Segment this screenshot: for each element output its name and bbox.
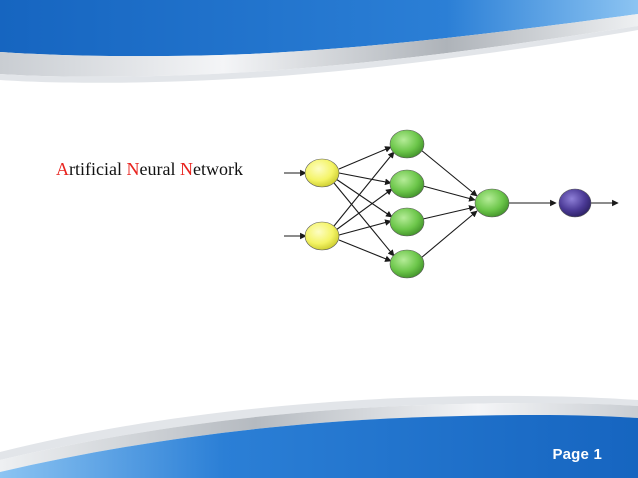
edge <box>335 188 393 231</box>
edge <box>420 149 478 197</box>
title-word-network: etwork <box>192 159 243 179</box>
edge <box>338 219 392 236</box>
input-node <box>304 158 340 188</box>
title-letter-n: N <box>126 159 140 179</box>
hidden-node <box>389 169 425 199</box>
title-letter-a: A <box>56 159 69 179</box>
edge <box>333 182 395 257</box>
network-edges <box>284 146 619 262</box>
title-letter-n-2: N <box>179 159 193 179</box>
top-decorative-band <box>0 0 638 83</box>
edge <box>338 172 392 186</box>
slide-title: Artificial Neural Network <box>56 157 285 181</box>
edge <box>420 210 478 259</box>
edge <box>335 178 393 218</box>
neural-network-diagram <box>284 129 619 279</box>
bottom-decorative-band <box>0 395 638 478</box>
network-nodes <box>304 129 592 279</box>
hidden-node-2 <box>474 188 510 218</box>
edge <box>338 239 392 262</box>
edge <box>338 146 392 170</box>
edge <box>422 185 476 202</box>
hidden-node <box>389 207 425 237</box>
edge <box>422 205 476 220</box>
output-node <box>558 188 592 218</box>
title-word-artificial: rtificial <box>69 159 127 179</box>
page-number: Page 1 <box>552 446 602 463</box>
edge <box>333 151 395 227</box>
input-node <box>304 221 340 251</box>
hidden-node <box>389 249 425 279</box>
hidden-node <box>389 129 425 159</box>
title-word-neural: eural <box>139 159 180 179</box>
